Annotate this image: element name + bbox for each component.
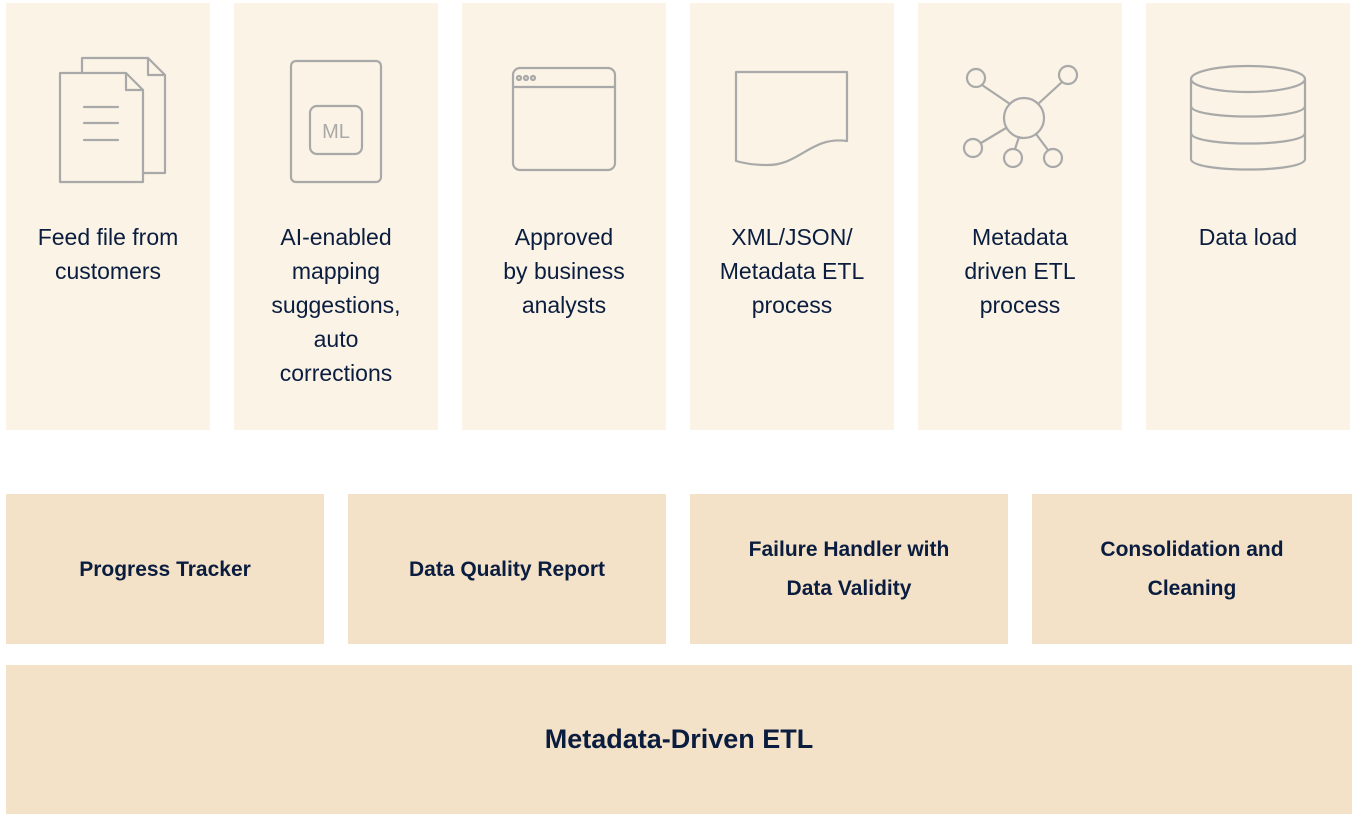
step-card-ai-mapping: ML AI-enabled mapping suggestions, auto … — [234, 3, 438, 430]
feature-label: Failure Handler with Data Validity — [748, 538, 950, 600]
ml-icon-text: ML — [322, 121, 350, 143]
step-label: Approved by business analysts — [503, 224, 625, 318]
feature-progress-tracker: Progress Tracker — [6, 494, 324, 644]
base-label: Metadata-Driven ETL — [544, 724, 814, 754]
feature-failure-handler: Failure Handler with Data Validity — [690, 494, 1008, 644]
step-label: Feed file from customers — [37, 224, 179, 284]
document-stack-icon — [58, 56, 167, 184]
wavy-document-icon — [734, 70, 849, 167]
step-card-approved: Approved by business analysts — [462, 3, 666, 430]
step-card-data-load: Data load — [1146, 3, 1350, 430]
step-card-feed-file: Feed file from customers — [6, 3, 210, 430]
step-card-metadata-driven: Metadata driven ETL process — [918, 3, 1122, 430]
step-label: XML/JSON/ Metadata ETL process — [719, 224, 865, 318]
feature-label: Data Quality Report — [408, 557, 606, 581]
database-icon — [1189, 64, 1307, 171]
feature-label: Progress Tracker — [79, 557, 251, 581]
step-label: Data load — [1198, 224, 1298, 250]
ml-document-icon: ML — [289, 59, 383, 184]
step-card-xml-json: XML/JSON/ Metadata ETL process — [690, 3, 894, 430]
feature-label: Consolidation and Cleaning — [1100, 538, 1284, 600]
feature-consolidation-cleaning: Consolidation and Cleaning — [1032, 494, 1352, 644]
step-label: Metadata driven ETL process — [964, 224, 1076, 318]
feature-data-quality-report: Data Quality Report — [348, 494, 666, 644]
step-label: AI-enabled mapping suggestions, auto cor… — [271, 224, 401, 386]
base-platform-bar: Metadata-Driven ETL — [6, 665, 1352, 814]
network-nodes-icon — [962, 64, 1079, 169]
browser-window-icon — [511, 66, 617, 172]
